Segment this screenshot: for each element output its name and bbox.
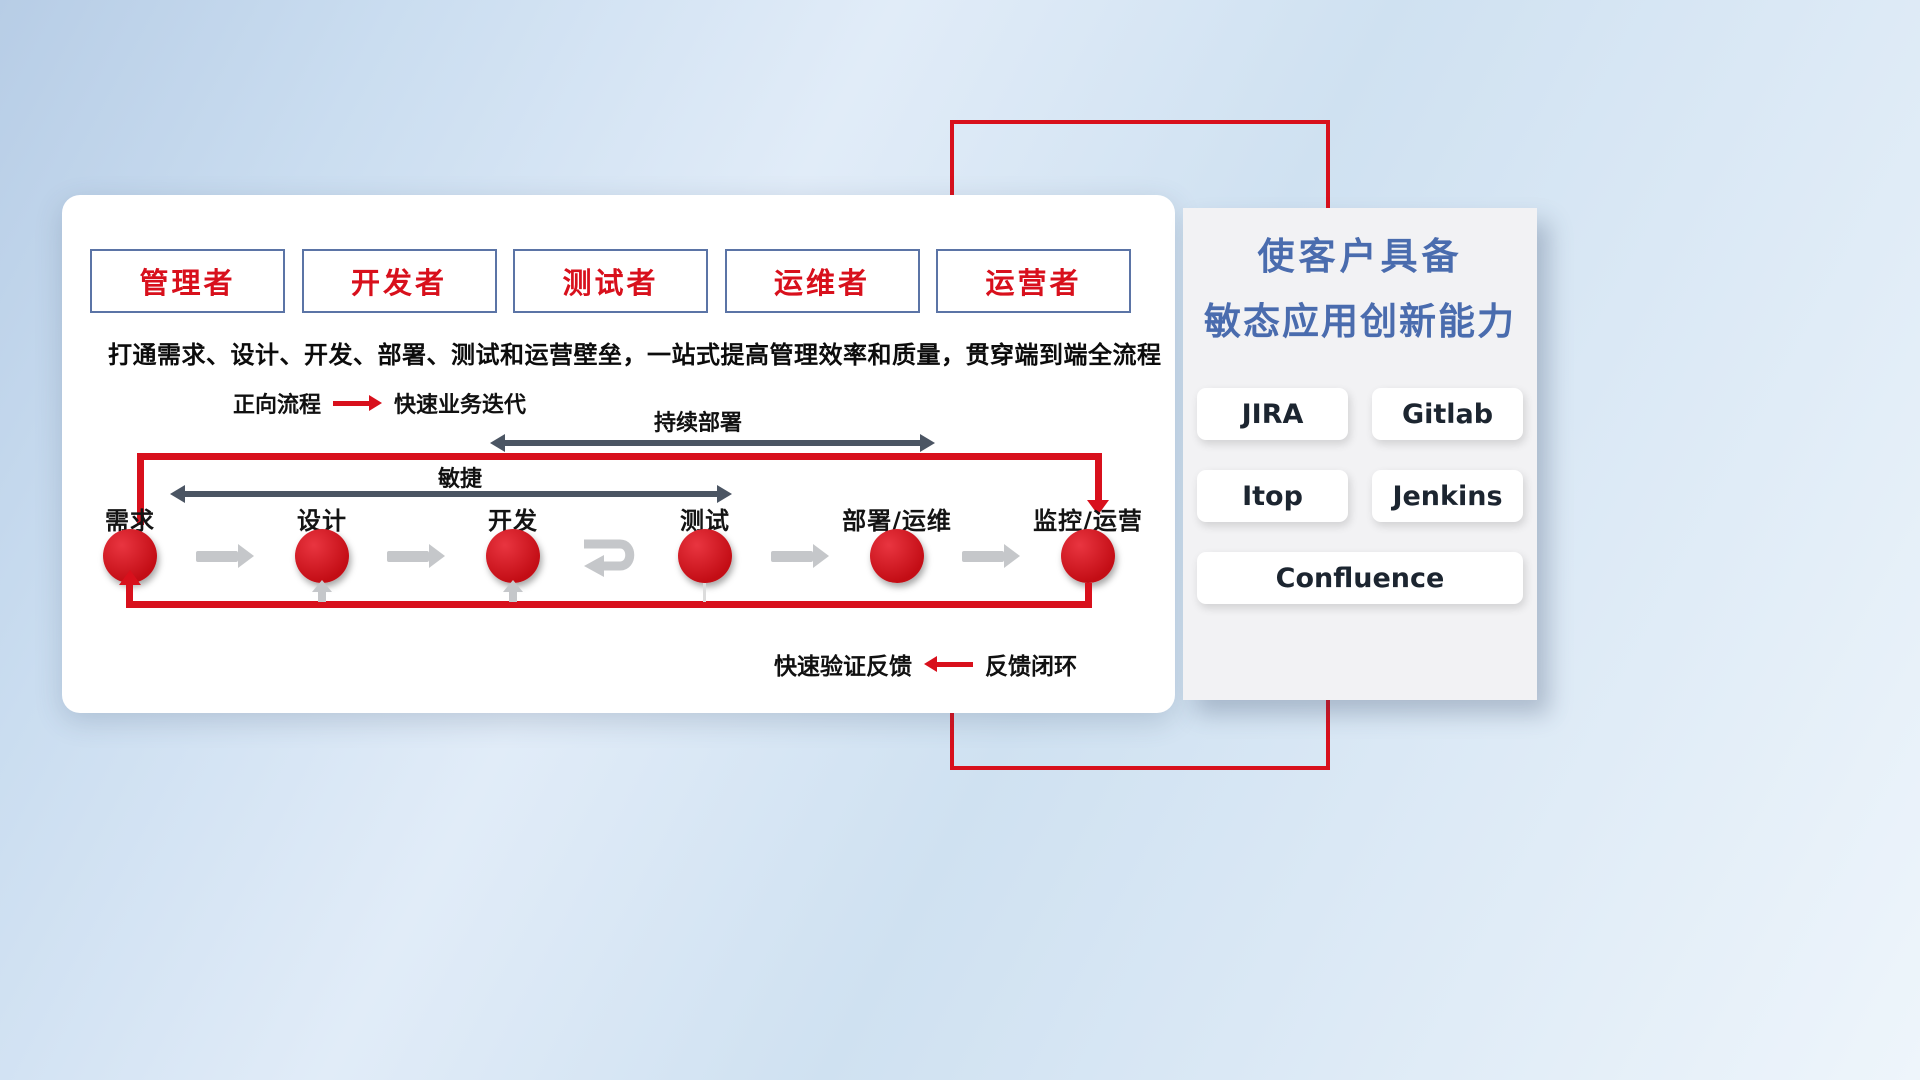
node-circle-monitor-operate: [1061, 529, 1115, 583]
node-circle-testing: [678, 529, 732, 583]
role-label-manager: 管理者: [139, 266, 236, 300]
role-label-tester: 测试者: [562, 266, 659, 300]
forward-flow-legend: 正向流程 快速业务迭代: [233, 387, 526, 419]
role-label-developer: 开发者: [350, 266, 447, 300]
continuous-deploy-label: 持续部署: [653, 411, 743, 436]
dev-feedback-arrow-up-icon: [503, 580, 523, 592]
panel-title-line1: 使客户具备: [1257, 235, 1463, 278]
node-circle-deploy-ops: [870, 529, 924, 583]
agile-arrow-icon: [170, 485, 732, 503]
role-box-developer: 开发者: [301, 249, 497, 313]
feedback-loop-bottom-line: [126, 601, 1092, 608]
feedback-value-label: 快速验证反馈: [774, 654, 912, 680]
forward-arrow-icon: [333, 395, 383, 411]
main-card: 管理者 开发者 测试者 运维者 运营者 打通需求、设计、开发、部署、测试和运营壁…: [62, 195, 1175, 713]
feedback-loop-right-line: [1085, 583, 1092, 602]
flow-arrow-icon-2: [387, 544, 445, 568]
iteration-loop-icon: [584, 539, 635, 577]
panel-title-line2: 敏态应用创新能力: [1204, 300, 1516, 343]
dev-feedback-arrow-bar: [509, 591, 517, 602]
feedback-loop-arrow-up-icon: [119, 570, 141, 585]
tools-grid: JIRA Gitlab Itop Jenkins Confluence: [1197, 388, 1523, 604]
flow-arrow-icon-3: [771, 544, 829, 568]
forward-loop-arrow-down-icon: [1087, 500, 1109, 515]
design-feedback-arrow-bar: [318, 591, 326, 602]
role-label-operations: 运维者: [773, 266, 870, 300]
node-circle-design: [295, 529, 349, 583]
flow-arrow-icon-4: [962, 544, 1020, 568]
forward-loop-top-line: [137, 453, 1102, 460]
tool-badge-jira: JIRA: [1197, 388, 1348, 440]
roles-row: 管理者 开发者 测试者 运维者 运营者: [90, 249, 1131, 313]
design-feedback-arrow-up-icon: [312, 580, 332, 592]
role-box-operations: 运维者: [724, 249, 920, 313]
tool-badge-jenkins: Jenkins: [1372, 470, 1523, 522]
description-text: 打通需求、设计、开发、部署、测试和运营壁垒，一站式提高管理效率和质量，贯穿端到端…: [108, 341, 1162, 369]
continuous-deploy-arrow-icon: [490, 434, 935, 452]
forward-flow-value: 快速业务迭代: [394, 393, 527, 418]
role-label-business-operator: 运营者: [985, 266, 1082, 300]
side-panel: 使客户具备 敏态应用创新能力 JIRA Gitlab Itop Jenkins …: [1183, 208, 1537, 700]
feedback-legend: 快速验证反馈 反馈闭环: [774, 647, 1077, 681]
role-box-manager: 管理者: [90, 249, 285, 313]
role-box-tester: 测试者: [513, 249, 708, 313]
feedback-loop-label: 反馈闭环: [985, 654, 1077, 680]
feedback-loop-left-line: [126, 585, 133, 602]
tool-badge-itop: Itop: [1197, 470, 1348, 522]
tool-badge-confluence: Confluence: [1197, 552, 1523, 604]
agile-label: 敏捷: [437, 467, 483, 492]
forward-loop-right-line: [1095, 453, 1102, 501]
feedback-arrow-icon: [924, 656, 973, 672]
panel-title: 使客户具备 敏态应用创新能力: [1183, 238, 1537, 340]
role-box-business-operator: 运营者: [936, 249, 1131, 313]
forward-flow-label: 正向流程: [233, 393, 322, 418]
tool-badge-gitlab: Gitlab: [1372, 388, 1523, 440]
node-circle-development: [486, 529, 540, 583]
forward-loop-left-line: [137, 453, 144, 525]
test-feedback-connector: [703, 583, 706, 602]
flow-arrow-icon-1: [196, 544, 254, 568]
